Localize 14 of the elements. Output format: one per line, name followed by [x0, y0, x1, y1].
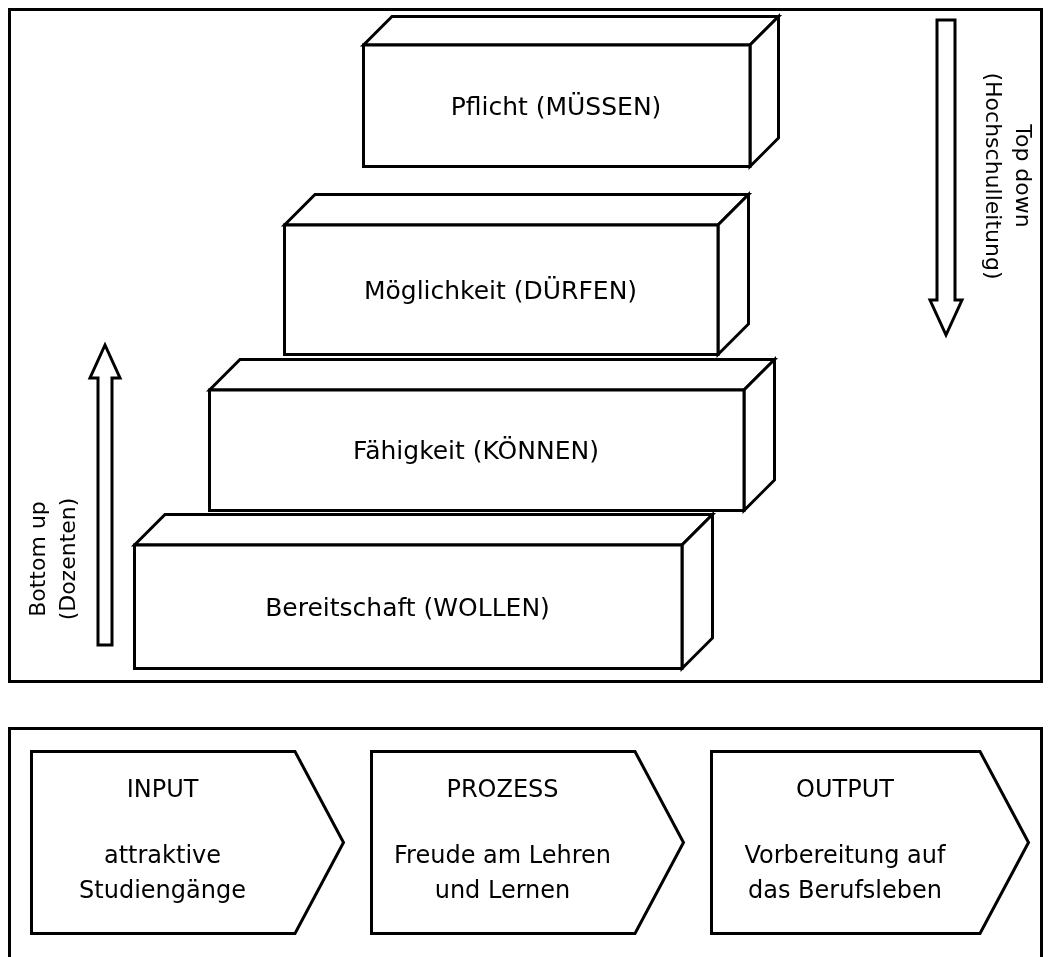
side-label: Top down (Hochschulleitung)	[980, 71, 1037, 281]
stage-description: Vorbereitung auf das Berufsleben	[743, 840, 947, 906]
stage-heading: OUTPUT	[795, 774, 895, 805]
block-label: Pflicht (MÜSSEN)	[449, 90, 663, 123]
block-label: Möglichkeit (DÜRFEN)	[362, 274, 639, 307]
side-label: Bottom up (Dozenten)	[24, 496, 81, 623]
stage-heading: PROZESS	[445, 774, 560, 805]
stage-description: attraktive Studiengänge	[78, 840, 247, 906]
panel-frame	[8, 727, 1043, 957]
stage-heading: INPUT	[125, 774, 200, 805]
panel-frame	[8, 8, 1043, 683]
block-label: Fähigkeit (KÖNNEN)	[352, 435, 600, 467]
block-label: Bereitschaft (WOLLEN)	[264, 591, 551, 624]
stage-description: Freude am Lehren und Lernen	[394, 840, 611, 906]
